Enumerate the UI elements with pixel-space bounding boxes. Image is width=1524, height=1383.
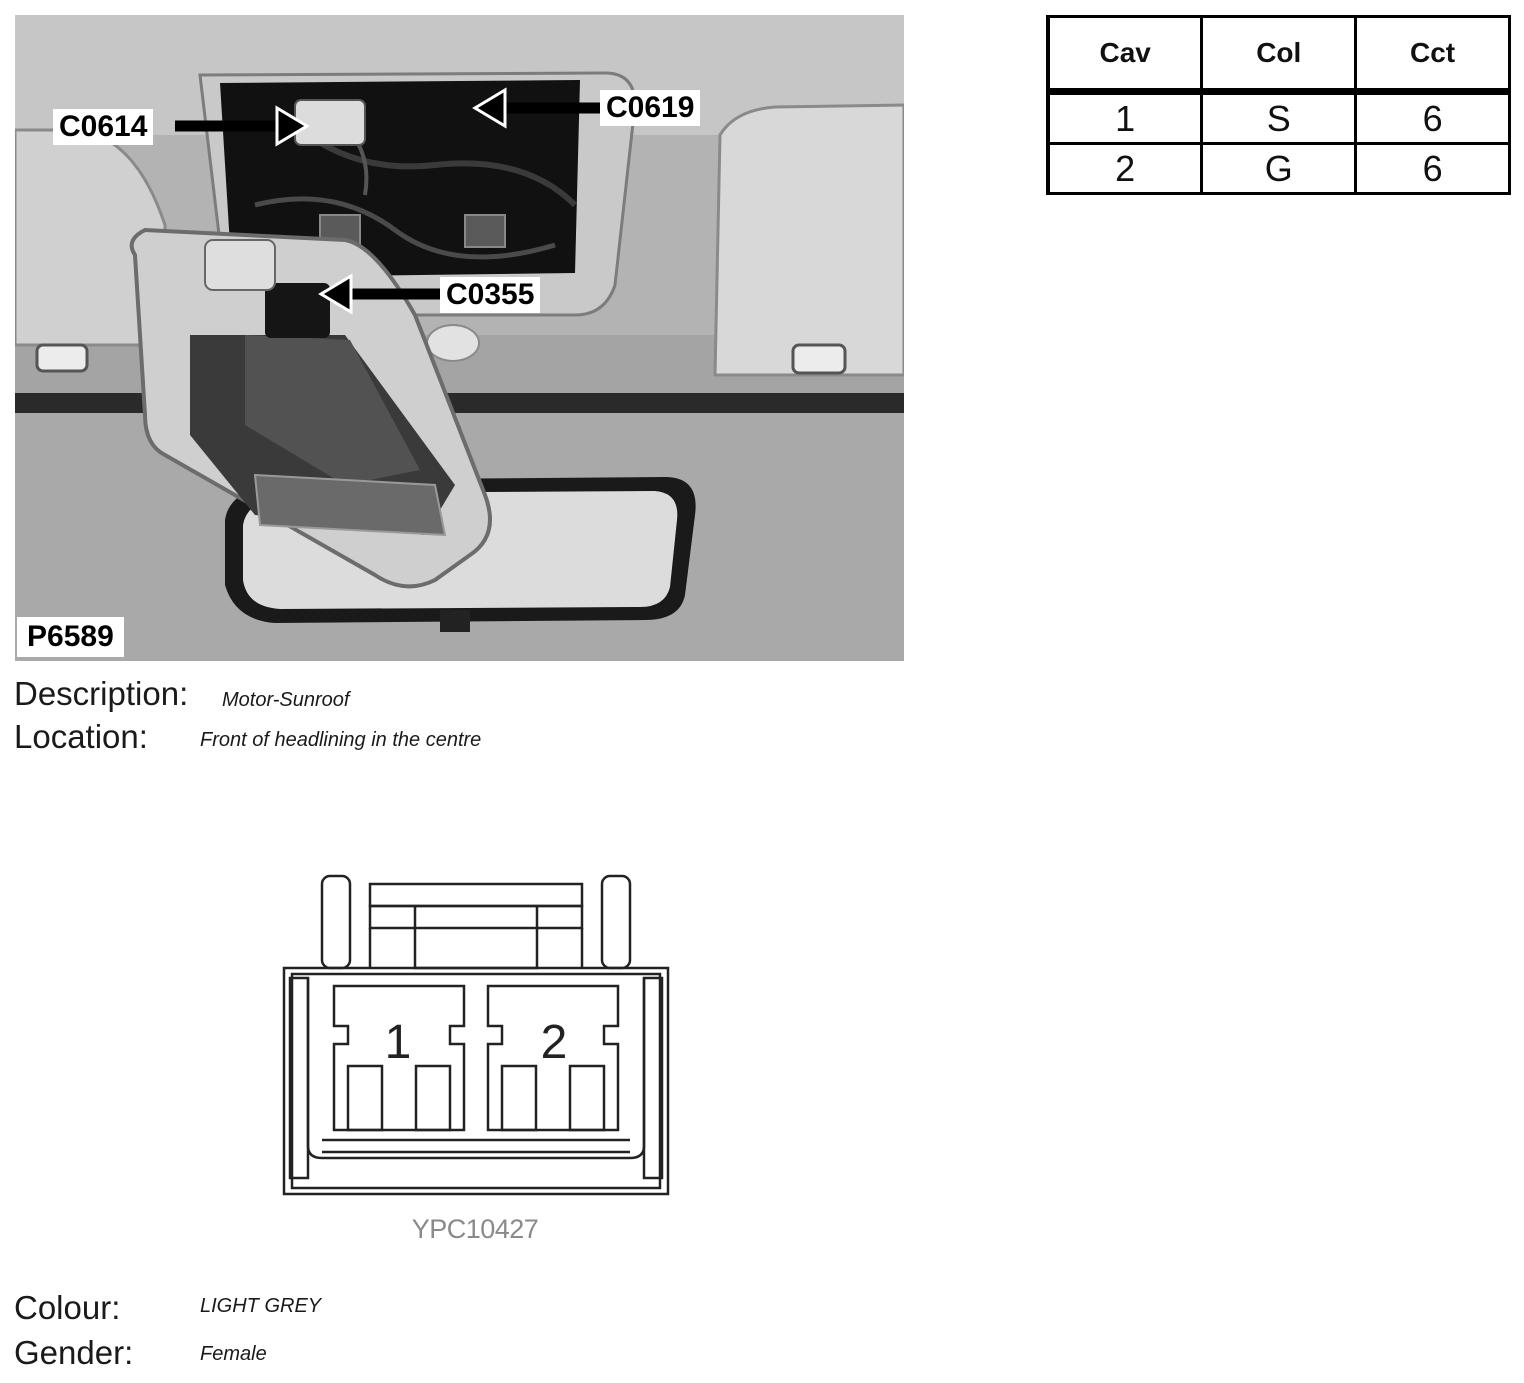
- cell-cav: 1: [1046, 90, 1204, 145]
- connector-location-photo: C0614 C0619 C0355 P6589: [15, 15, 904, 661]
- pin-table-header-row: Cav Col Cct: [1046, 15, 1511, 95]
- arrow-c0355: [318, 273, 443, 315]
- cell-cct: 6: [1354, 142, 1511, 195]
- connector-reference: YPC10427: [411, 1214, 539, 1244]
- cavity-1-label: 1: [385, 1016, 412, 1069]
- pin-table: Cav Col Cct 1 S 6 2 G 6: [1046, 15, 1511, 195]
- gender-value: Female: [200, 1343, 267, 1365]
- header-cct: Cct: [1354, 15, 1511, 95]
- header-cav: Cav: [1046, 15, 1204, 95]
- colour-label: Colour:: [14, 1289, 121, 1326]
- table-row: 2 G 6: [1046, 142, 1511, 195]
- callout-c0614: C0614: [53, 109, 154, 145]
- location-label: Location:: [14, 718, 148, 755]
- cavity-2-label: 2: [541, 1016, 568, 1069]
- callout-c0619: C0619: [600, 90, 701, 126]
- location-value: Front of headlining in the centre: [200, 729, 482, 751]
- connector-face-drawing: 1 2: [270, 862, 690, 1204]
- cell-cct: 6: [1354, 90, 1511, 145]
- cell-col: G: [1200, 142, 1358, 195]
- table-row: 1 S 6: [1046, 90, 1511, 145]
- gender-label: Gender:: [14, 1334, 134, 1371]
- headlining-photo-illustration: [15, 15, 904, 661]
- colour-value: LIGHT GREY: [200, 1295, 322, 1317]
- header-col: Col: [1200, 15, 1358, 95]
- arrow-c0619: [472, 87, 603, 129]
- description-value: Motor-Sunroof: [222, 689, 350, 711]
- callout-c0355: C0355: [440, 277, 541, 313]
- description-label: Description:: [14, 675, 189, 712]
- photo-reference: P6589: [17, 617, 124, 657]
- arrow-c0614: [175, 105, 310, 147]
- cell-col: S: [1200, 90, 1358, 145]
- connector-face-svg: 1 2: [282, 874, 670, 1196]
- cell-cav: 2: [1046, 142, 1204, 195]
